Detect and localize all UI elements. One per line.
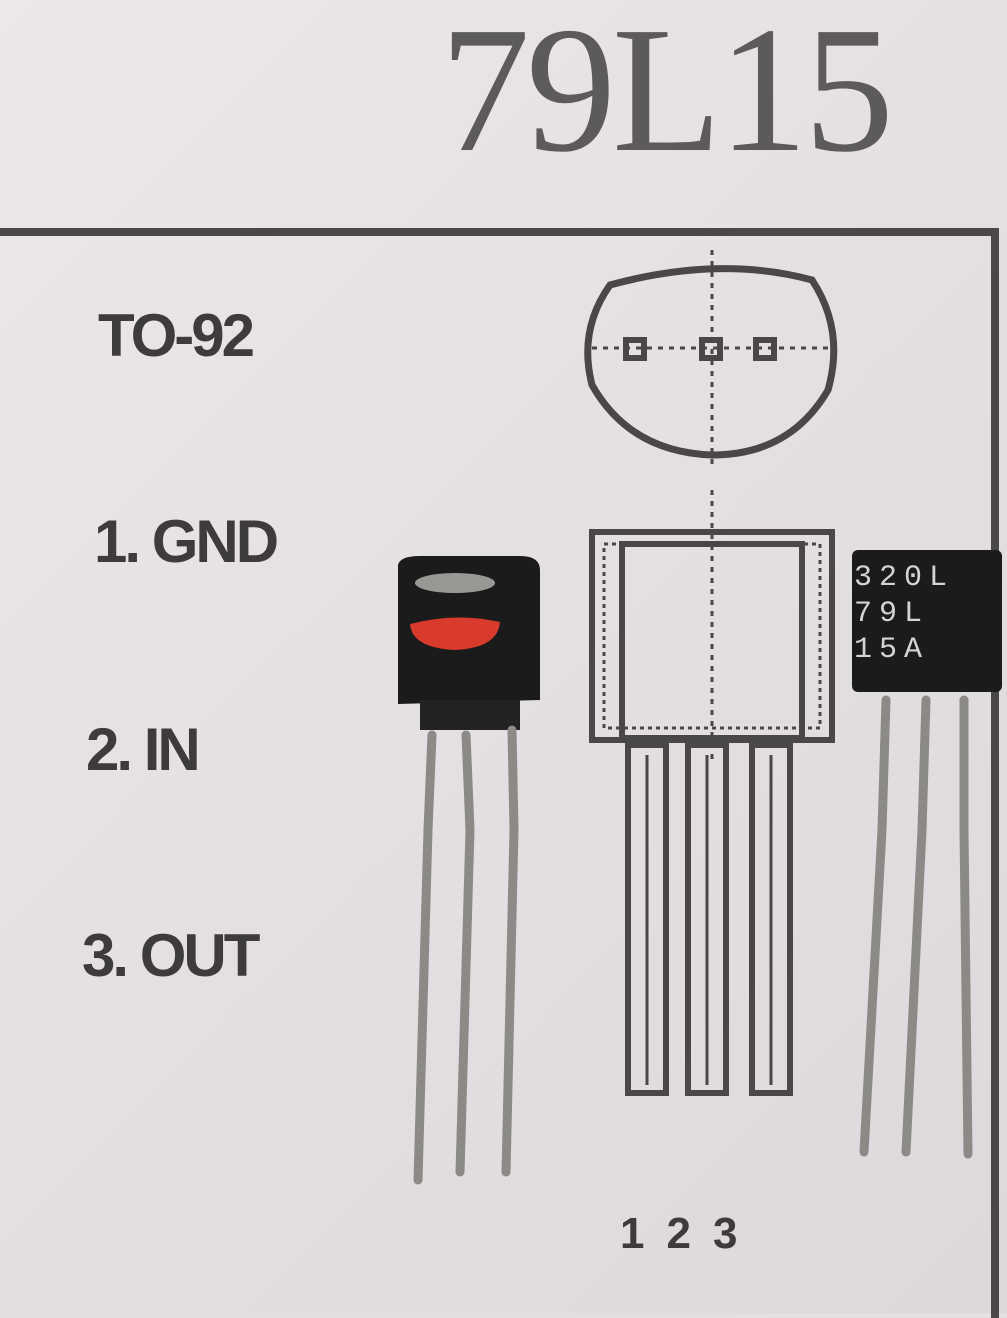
- pin-2-label: 2. IN: [86, 716, 201, 783]
- marking-line-2: 79L: [854, 597, 930, 631]
- to92-front-view: [589, 490, 835, 1096]
- pin-3-label: 3. OUT: [82, 922, 260, 989]
- component-right: [852, 550, 1002, 1159]
- component-left: [398, 556, 540, 1185]
- part-number-title: 79L15: [440, 0, 894, 189]
- component-marking: 320L 79L 15A: [854, 560, 1000, 668]
- to92-bottom-view: [584, 250, 838, 470]
- diagram-frame: [0, 228, 999, 1318]
- pin-numbers: 123: [620, 1209, 760, 1258]
- package-label: TO-92: [98, 302, 255, 369]
- pin-1-label: 1. GND: [94, 508, 279, 575]
- marking-line-1: 320L: [854, 561, 955, 595]
- marking-line-3: 15A: [854, 633, 930, 667]
